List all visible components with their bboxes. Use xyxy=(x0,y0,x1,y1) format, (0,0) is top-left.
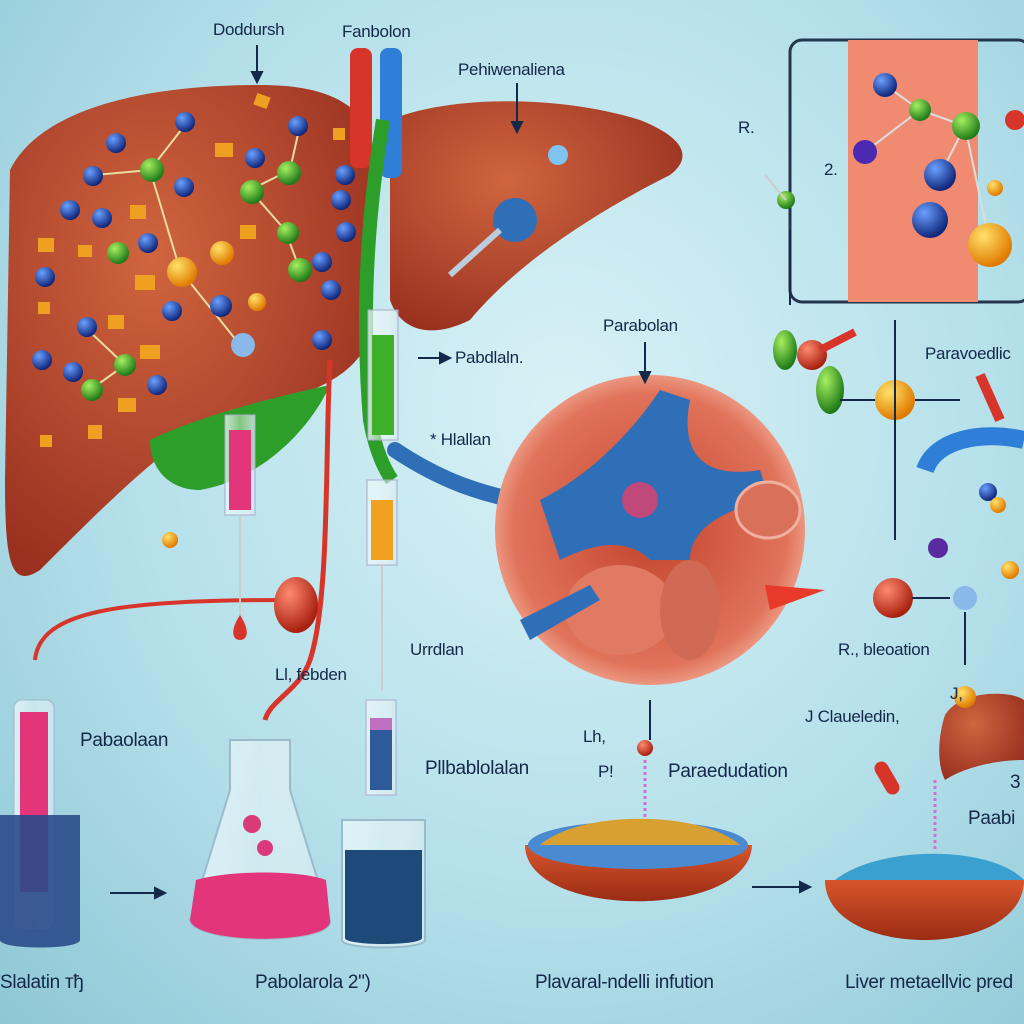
label-lh: Lh, xyxy=(583,727,606,746)
label-pabaolaan: Pabaolaan xyxy=(80,730,169,751)
label-paraedudation: Paraedudation xyxy=(668,761,788,782)
syringe-green xyxy=(367,309,399,441)
label-urrdlan: Urrdlan xyxy=(410,640,464,659)
label-claueledin: J Claueledin, xyxy=(805,707,900,726)
label-parabolan: Parabolan xyxy=(603,316,678,335)
label-pllbablolalan: Pllbablolalan xyxy=(425,758,529,779)
syringe-blue xyxy=(365,699,397,796)
label-pabdlaln: Pabdlaln. xyxy=(455,348,524,367)
label-hlallan: * Hlallan xyxy=(430,430,491,449)
blood-cell xyxy=(274,577,318,633)
syringe-pink xyxy=(224,414,256,615)
small-liver xyxy=(939,693,1024,780)
label-pehiwenaliena: Pehiwenaliena xyxy=(458,60,565,79)
label-j: J, xyxy=(950,684,963,703)
label-3: 3 xyxy=(1010,772,1021,793)
liver-left-lobe xyxy=(5,85,372,576)
arrows xyxy=(110,45,813,900)
label-doddursh: Doddursh xyxy=(213,20,285,39)
molecule-atoms xyxy=(32,112,356,548)
caption-step-4: Liver metaellvic pred xyxy=(845,972,1013,993)
label-paabi: Paabi xyxy=(968,808,1016,829)
red-vessel xyxy=(350,48,372,168)
blue-organelle xyxy=(493,198,537,242)
label-febden: Ll, febden xyxy=(275,665,347,684)
caption-step-2: Pabolarola 2") xyxy=(255,972,371,993)
label-inset-2: 2. xyxy=(824,160,838,179)
beaker-left xyxy=(0,815,80,948)
caption-step-3: Plavaral-ndelli infution xyxy=(535,972,714,993)
caption-step-1: Slalatin тђ xyxy=(0,972,84,993)
label-paravoedlic: Paravoedlic xyxy=(925,344,1011,363)
label-p: P! xyxy=(598,762,614,781)
label-fanbolon: Fanbolon xyxy=(342,22,411,41)
label-inset-r: R. xyxy=(738,118,755,137)
label-bleoation: R., bleoation xyxy=(838,640,930,659)
bowl-right xyxy=(825,880,1024,940)
syringe-orange xyxy=(366,479,398,690)
crystal-shapes xyxy=(38,92,345,447)
